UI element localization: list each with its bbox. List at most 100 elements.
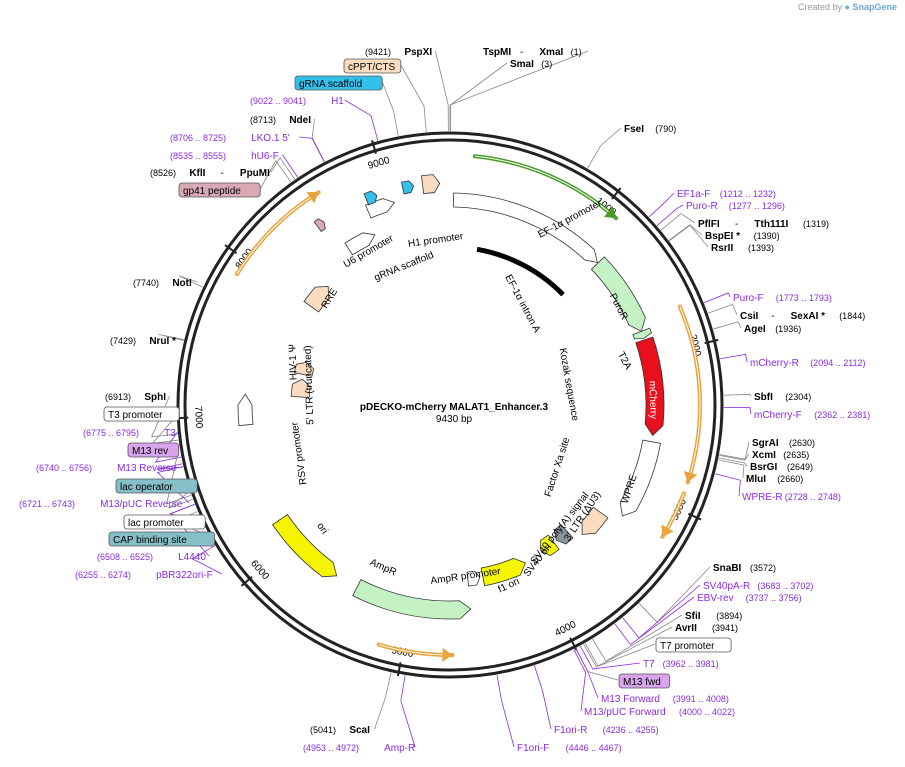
feature-cppt-cts[interactable] <box>420 174 441 195</box>
annotation-6721-6743-m13-puc-reverse[interactable]: (6721 .. 6743)M13/pUC Reverse <box>19 499 183 510</box>
annotation-t3-promoter[interactable]: T3 promoter <box>103 406 180 422</box>
annotation-text: AgeI <box>744 324 766 335</box>
annotation-text: NdeI <box>289 115 311 126</box>
annotation-sfii-3894[interactable]: SfiI(3894) <box>685 611 742 622</box>
annotation-m13-forward-3991-4008[interactable]: M13 Forward(3991 .. 4008) <box>601 694 729 705</box>
annotation-fsei-790[interactable]: FseI(790) <box>624 124 676 135</box>
primer-arrowhead <box>306 191 319 204</box>
feature-rsv-promoter[interactable] <box>237 393 254 427</box>
annotation-mlui-2660[interactable]: MluI(2660) <box>746 474 803 485</box>
annotation-cap-binding-site[interactable]: CAP binding site <box>108 531 215 547</box>
leader-line <box>668 224 703 241</box>
annotation-agei-1936[interactable]: AgeI (1936) <box>744 324 801 335</box>
annotation-xcmi-2635[interactable]: XcmI(2635) <box>752 450 809 461</box>
annotation-text: (2304) <box>785 392 811 402</box>
primer-arrowhead <box>603 206 617 219</box>
annotation-text: (1936) <box>775 324 801 334</box>
annotation-6775-6795-t3[interactable]: (6775 .. 6795)T3 <box>83 428 176 439</box>
annotation-bspei-1390[interactable]: BspEI *(1390) <box>705 231 780 242</box>
annotation-f1ori-f-4446-4467[interactable]: F1ori-F(4446 .. 4467) <box>517 743 622 754</box>
annotation-f1ori-r-4236-4255[interactable]: F1ori-R(4236 .. 4255) <box>554 725 659 736</box>
feature-sv40-poly-a-signal[interactable] <box>553 524 574 545</box>
annotation-wpre-r-2728-2748[interactable]: WPRE-R(2728 .. 2748) <box>742 492 841 503</box>
leader-line <box>166 448 192 505</box>
annotation-ebv-rev-3737-3756[interactable]: EBV-rev(3737 .. 3756) <box>697 593 802 604</box>
annotation-bsrgi-2649[interactable]: BsrGI(2649) <box>750 462 813 473</box>
annotation-9022-9041-h1[interactable]: (9022 .. 9041)H1 <box>250 96 344 107</box>
annotation-text: (2660) <box>777 474 803 484</box>
feature-ef-1-promoter[interactable] <box>453 192 598 264</box>
annotation-text: Tth111I <box>754 219 788 230</box>
annotation-puro-r-1277-1296[interactable]: Puro-R(1277 .. 1296) <box>686 201 785 212</box>
feature-box <box>127 442 180 458</box>
annotation-sgrai-2630[interactable]: SgrAI(2630) <box>752 438 815 449</box>
primer-binding-core <box>679 306 701 483</box>
annotation-grna-scaffold[interactable]: gRNA scaffold <box>294 75 383 91</box>
annotation-ef1a-f-1212-1232[interactable]: EF1a-F(1212 .. 1232) <box>677 189 776 200</box>
feature-5-ltr-truncated[interactable] <box>290 378 311 398</box>
feature-box <box>294 75 383 91</box>
annotation-m13-fwd[interactable]: M13 fwd <box>618 673 671 689</box>
annotation-6508-6525-l4440[interactable]: (6508 .. 6525)L4440 <box>97 552 206 563</box>
feature-hiv-1[interactable] <box>293 361 315 377</box>
annotation-gp41-peptide[interactable]: gp41 peptide <box>178 182 261 198</box>
leader-line <box>587 127 622 169</box>
leader-line <box>344 99 379 141</box>
annotation-6913-sphi[interactable]: (6913)SphI <box>105 392 166 403</box>
annotation-text: KflI <box>189 168 205 179</box>
feature-ampr-promoter[interactable] <box>466 570 481 587</box>
feature-u6-promoter[interactable] <box>344 232 376 256</box>
annotation-text: WPRE-R <box>742 492 783 503</box>
annotation-text: - <box>520 47 523 58</box>
feature-grna-scaffold[interactable] <box>400 180 415 195</box>
annotation-sv40pa-r-3683-3702[interactable]: SV40pA-R(3683 .. 3702) <box>703 581 813 592</box>
annotation-8706-8725-lko-1-5[interactable]: (8706 .. 8725)LKO.1 5' <box>170 133 290 144</box>
annotation-4953-4972-amp-r[interactable]: (4953 .. 4972)Amp-R <box>303 743 415 754</box>
annotation-puro-f-1773-1793[interactable]: Puro-F(1773 .. 1793) <box>733 293 832 304</box>
annotation-mcherry-f-2362-2381[interactable]: mCherry-F(2362 .. 2381) <box>754 410 870 421</box>
annotation-t7-3962-3981[interactable]: T7(3962 .. 3981) <box>643 659 719 670</box>
annotation-lac-promoter[interactable]: lac promoter <box>123 514 206 530</box>
leader-line <box>179 275 203 288</box>
annotation-8713-ndei[interactable]: (8713)NdeI <box>250 115 311 126</box>
annotation-text: (4953 .. 4972) <box>303 743 359 753</box>
annotation-tspmi-xmai-1[interactable]: TspMI - XmaI(1) <box>483 47 582 58</box>
annotation-5041-scai[interactable]: (5041)ScaI <box>310 725 370 736</box>
feature-rre[interactable] <box>303 286 330 313</box>
feature-t2a[interactable] <box>632 327 652 340</box>
annotation-text: (6913) <box>105 392 131 402</box>
feature-wpre[interactable] <box>619 439 661 517</box>
annotation-9421-pspxi[interactable]: (9421)PspXI <box>365 47 432 58</box>
feature-ampr[interactable] <box>352 579 472 620</box>
feature-3-ltr-u3[interactable] <box>581 506 609 535</box>
annotation-t7-promoter[interactable]: T7 promoter <box>655 637 732 653</box>
annotation-snabi-3572[interactable]: SnaBI(3572) <box>713 563 776 574</box>
feature-ef-1-intron-a[interactable] <box>476 246 565 297</box>
snapgene-credit: Created by ● SnapGene <box>798 2 897 12</box>
annotation-csii-sexai-1844[interactable]: CsiI - SexAI *(1844) <box>740 311 865 322</box>
feature-grna-scaffold[interactable] <box>363 190 378 206</box>
annotation-8526-kfli-ppumi[interactable]: (8526)KflI - PpuMI <box>150 168 270 179</box>
annotation-smai-3[interactable]: SmaI(3) <box>510 59 552 70</box>
annotation-avrii-3941[interactable]: AvrII(3941) <box>675 623 738 634</box>
annotation-text: - <box>221 168 224 179</box>
feature-f1-ori[interactable] <box>480 557 526 587</box>
feature-mcherry[interactable] <box>635 336 665 437</box>
feature-ori[interactable] <box>272 514 338 578</box>
annotation-cppt-cts[interactable]: cPPT/CTS <box>343 58 402 74</box>
annotation-mcherry-r-2094-2112[interactable]: mCherry-R(2094 .. 2112) <box>750 358 866 369</box>
annotation-7429-nrui[interactable]: (7429)NruI * <box>110 336 176 347</box>
feature-sv40-ori[interactable] <box>540 534 560 557</box>
annotation-lac-operator[interactable]: lac operator <box>115 478 198 494</box>
annotation-rsrii-1393[interactable]: RsrII(1393) <box>711 243 774 254</box>
feature-gp41-peptide[interactable] <box>313 218 326 233</box>
annotation-6740-6756-m13-reverse[interactable]: (6740 .. 6756)M13 Reverse <box>36 463 177 474</box>
annotation-sbfi-2304[interactable]: SbfI(2304) <box>754 392 811 403</box>
annotation-pflfi-tth111i-1319[interactable]: PflFI - Tth111I(1319) <box>698 219 829 230</box>
annotation-m13-rev[interactable]: M13 rev <box>127 442 180 458</box>
annotation-6255-6274-pbr322ori-f[interactable]: (6255 .. 6274)pBR322ori-F <box>75 570 213 581</box>
annotation-8535-8555-hu6-f[interactable]: (8535 .. 8555)hU6-F <box>170 151 279 162</box>
annotation-m13-puc-forward-4000-4022[interactable]: M13/pUC Forward(4000 .. 4022) <box>584 707 735 718</box>
annotation-7740-noti[interactable]: (7740)NotI <box>133 278 192 289</box>
annotation-text: PspXI <box>404 47 432 58</box>
